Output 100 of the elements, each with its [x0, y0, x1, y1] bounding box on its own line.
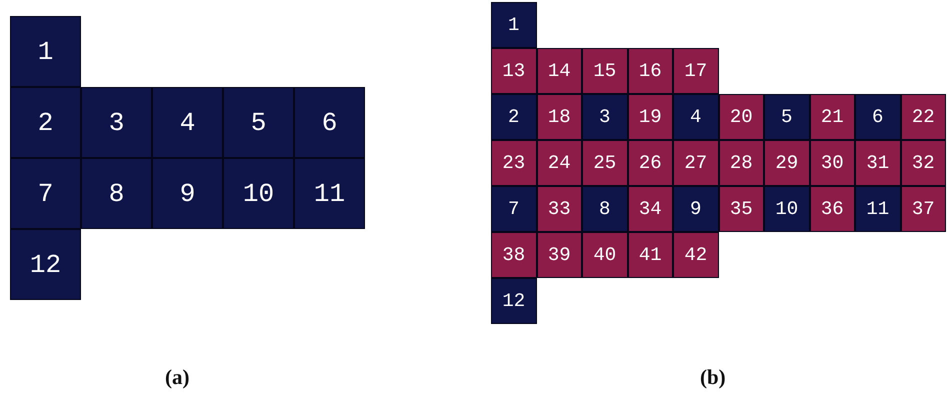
grid-cell — [810, 94, 855, 140]
grid-cell — [855, 140, 900, 186]
grid-cell — [536, 94, 582, 140]
grid-cell — [900, 140, 946, 186]
cell-number: 6 — [322, 110, 338, 136]
cell-number: 32 — [912, 154, 935, 172]
grid-cell — [10, 158, 81, 229]
cell-number: 12 — [30, 252, 62, 278]
grid-cell — [10, 16, 81, 87]
grid-cell — [491, 278, 536, 324]
grid-cell — [810, 186, 855, 232]
cell-number: 34 — [638, 200, 662, 218]
cell-number: 13 — [502, 62, 526, 80]
cell-number: 5 — [250, 110, 266, 136]
cell-number: 28 — [730, 154, 753, 172]
grid-cell — [582, 140, 628, 186]
cell-number: 2 — [508, 108, 520, 126]
grid-cell — [491, 2, 536, 48]
grid-cell — [223, 158, 294, 229]
cell-number: 30 — [820, 154, 844, 172]
cell-number: 11 — [866, 200, 890, 218]
grid-cell — [855, 186, 900, 232]
grid-cell — [491, 232, 536, 278]
cell-number: 11 — [314, 180, 346, 206]
cell-number: 7 — [508, 200, 520, 218]
grid-cell — [628, 48, 673, 94]
cell-number: 19 — [638, 108, 662, 126]
cell-number: 20 — [730, 108, 753, 126]
grid-cell — [764, 186, 810, 232]
grid-cell — [900, 94, 946, 140]
panel-label: (b) — [700, 365, 726, 390]
cell-number: 3 — [599, 108, 610, 126]
cell-number: 4 — [180, 110, 196, 136]
cell-number: 15 — [593, 62, 616, 80]
grid-cell — [673, 232, 718, 278]
grid-cell — [10, 229, 81, 300]
panel-label: (a) — [165, 365, 190, 390]
grid-cell — [718, 94, 764, 140]
cell-number: 39 — [548, 246, 571, 264]
grid-cell — [491, 186, 536, 232]
grid-cell — [152, 158, 223, 229]
cell-number: 8 — [599, 200, 610, 218]
cell-number: 33 — [548, 200, 571, 218]
cell-number: 17 — [684, 62, 708, 80]
grid-cell — [491, 140, 536, 186]
cell-number: 37 — [912, 200, 935, 218]
cell-number: 42 — [684, 246, 708, 264]
grid-cell — [764, 94, 810, 140]
grid-cell — [673, 140, 718, 186]
cell-number: 1 — [508, 16, 520, 34]
grid-cell — [294, 87, 365, 158]
cell-number: 23 — [502, 154, 526, 172]
grid-cell — [900, 186, 946, 232]
grid-cell — [536, 48, 582, 94]
cell-number: 3 — [108, 110, 124, 136]
grid-cell — [718, 186, 764, 232]
cell-number: 2 — [38, 110, 54, 136]
cell-number: 18 — [548, 108, 571, 126]
grid-cell — [673, 48, 718, 94]
grid-cell — [536, 232, 582, 278]
cell-number: 26 — [638, 154, 662, 172]
cell-number: 21 — [820, 108, 844, 126]
cell-number: 7 — [38, 180, 54, 206]
grid-cell — [628, 140, 673, 186]
grid-cell — [10, 87, 81, 158]
grid-cell — [294, 158, 365, 229]
cell-number: 29 — [775, 154, 798, 172]
grid-cell — [718, 140, 764, 186]
cell-number: 41 — [638, 246, 662, 264]
cell-number: 10 — [242, 180, 274, 206]
grid-cell — [810, 140, 855, 186]
grid-cell — [491, 48, 536, 94]
grid-cell — [628, 186, 673, 232]
grid-cell — [628, 232, 673, 278]
cell-number: 4 — [690, 108, 702, 126]
cell-number: 40 — [593, 246, 616, 264]
cell-number: 35 — [730, 200, 753, 218]
grid-cell — [81, 87, 152, 158]
grid-cell — [536, 140, 582, 186]
cell-number: 5 — [781, 108, 792, 126]
grid-cell — [582, 48, 628, 94]
cell-number: 6 — [872, 108, 884, 126]
cell-number: 38 — [502, 246, 526, 264]
grid-cell — [81, 158, 152, 229]
grid-cell — [628, 94, 673, 140]
cell-number: 9 — [180, 180, 196, 206]
cell-number: 25 — [593, 154, 616, 172]
cell-number: 16 — [638, 62, 662, 80]
grid-cell — [536, 186, 582, 232]
grid-cell — [673, 186, 718, 232]
cell-number: 22 — [912, 108, 935, 126]
cell-number: 36 — [820, 200, 844, 218]
cell-number: 8 — [108, 180, 124, 206]
grid-cell — [582, 94, 628, 140]
cell-number: 9 — [690, 200, 702, 218]
grid-cell — [152, 87, 223, 158]
cell-number: 24 — [548, 154, 571, 172]
cell-number: 14 — [548, 62, 571, 80]
cell-number: 10 — [775, 200, 798, 218]
cell-number: 27 — [684, 154, 708, 172]
